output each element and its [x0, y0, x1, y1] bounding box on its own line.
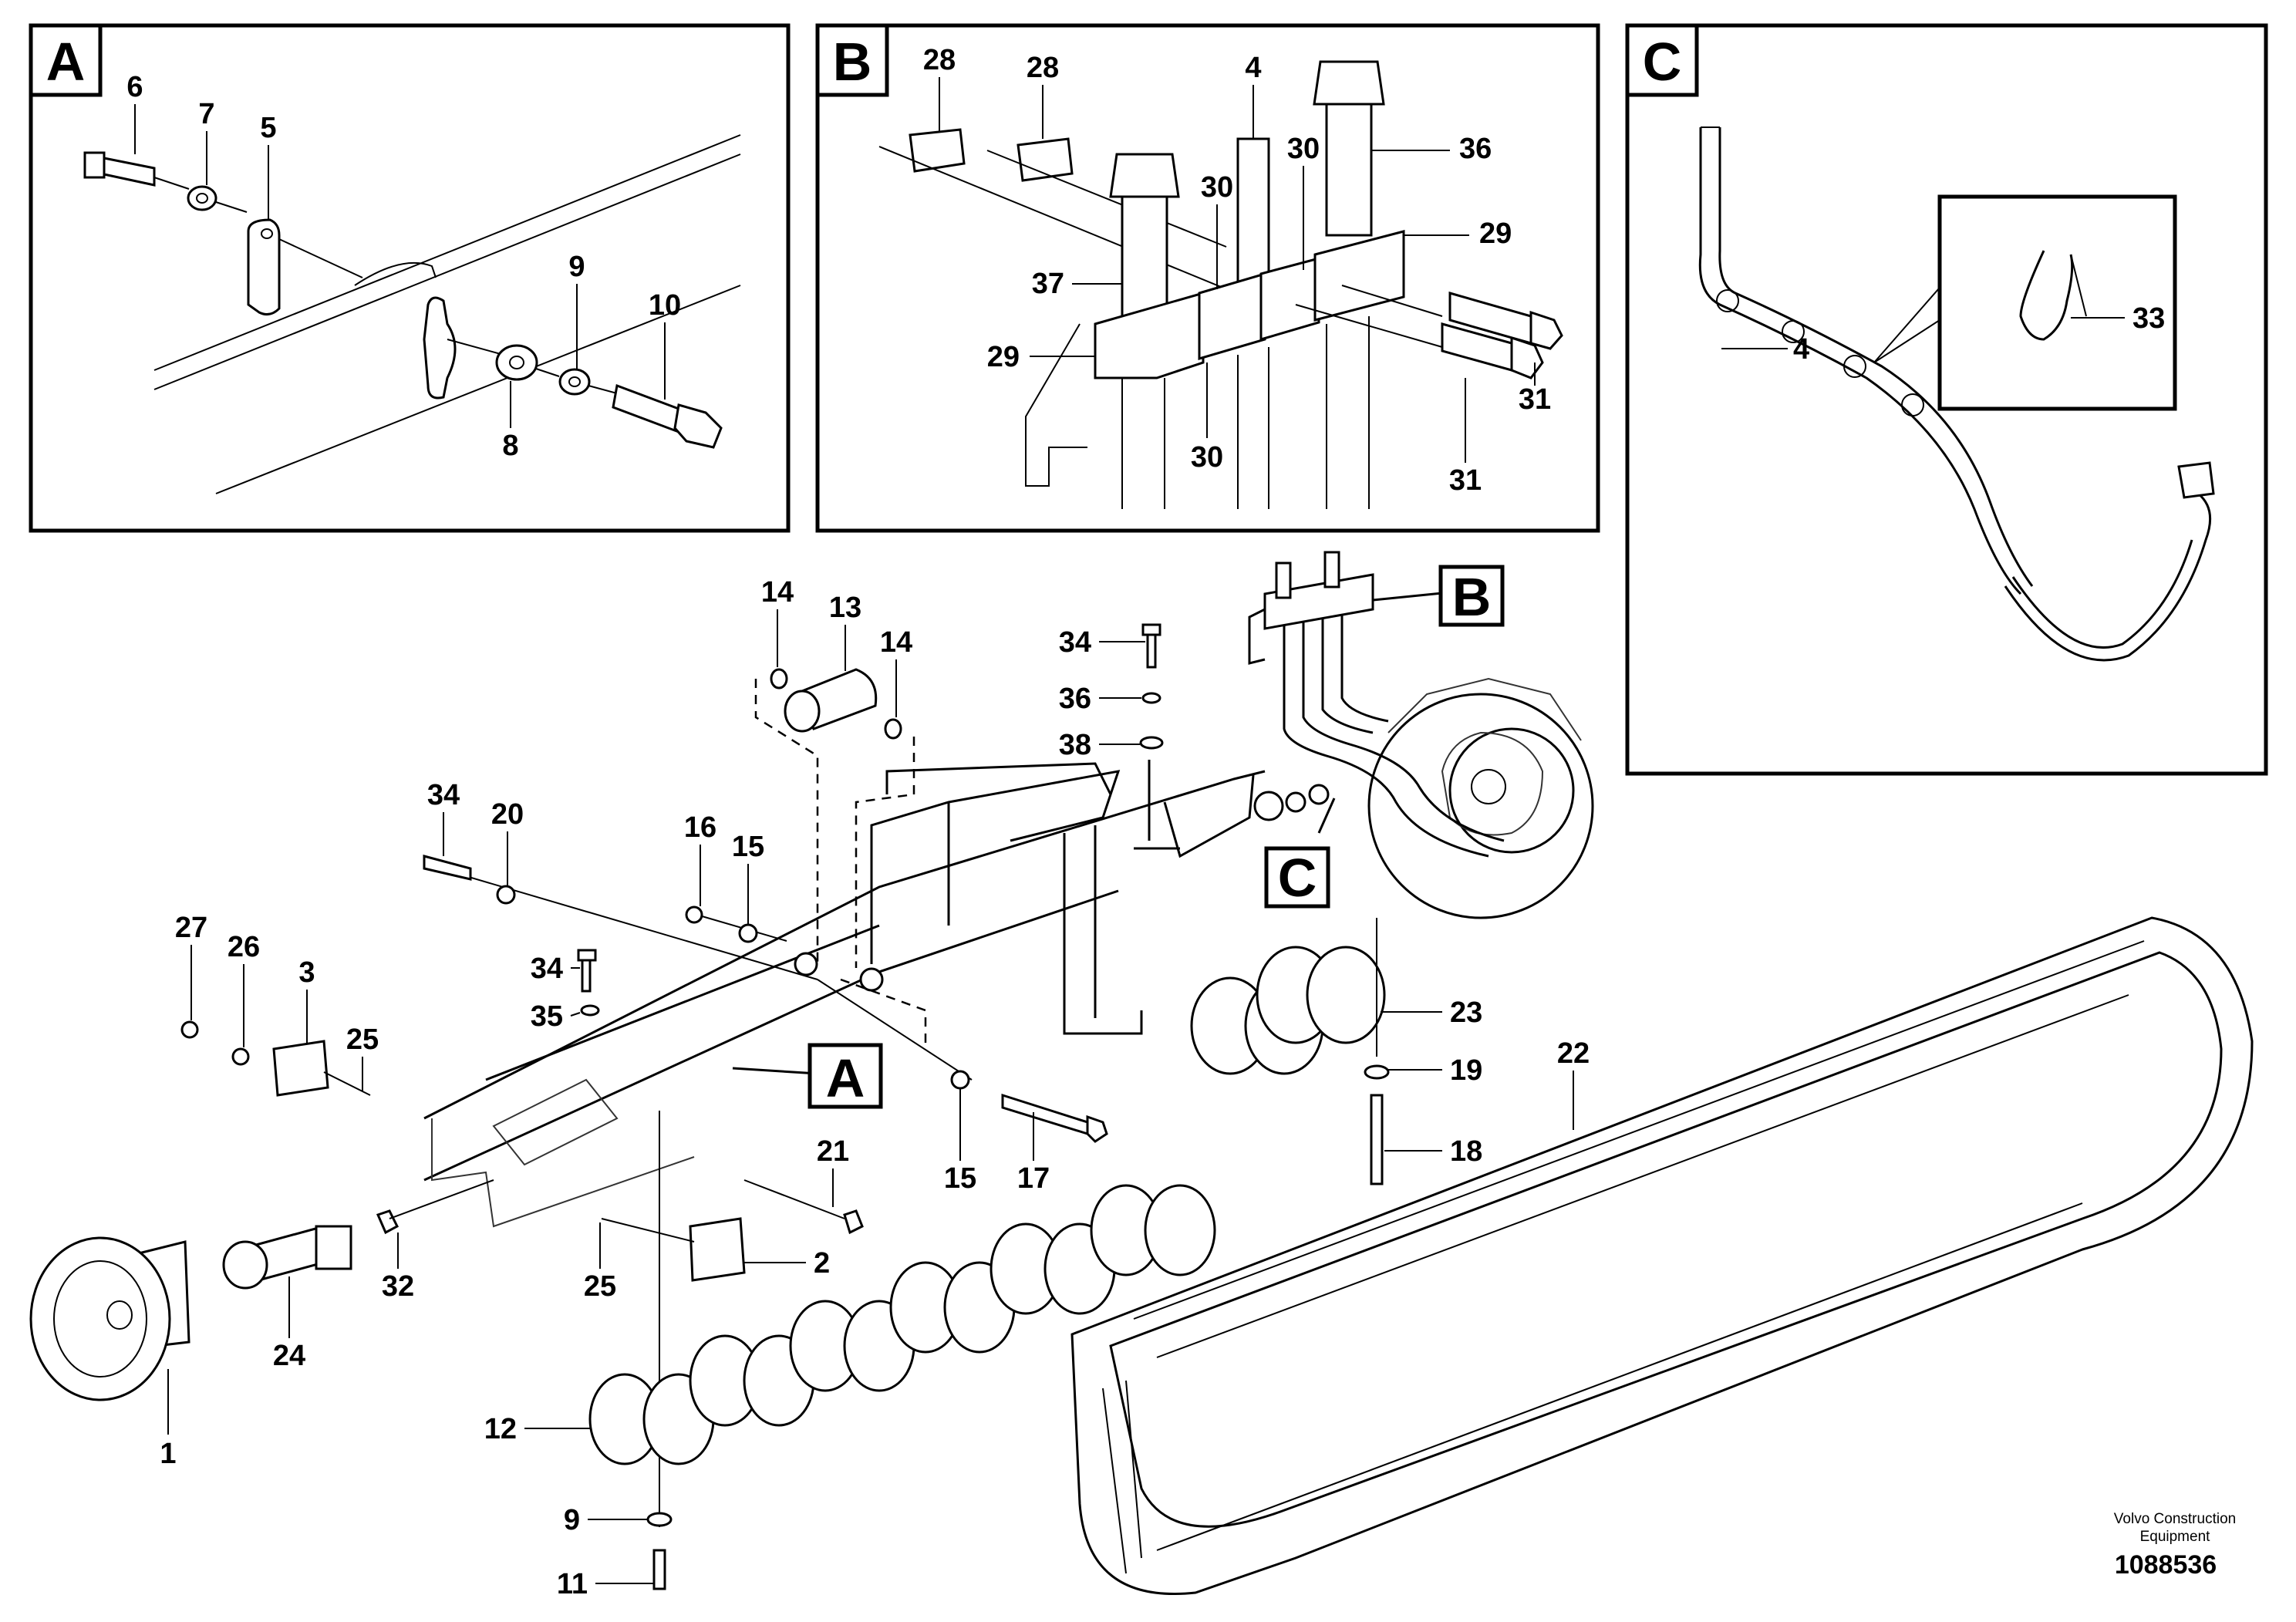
- brand-name: Volvo Construction: [2114, 1511, 2236, 1527]
- label: 17: [1017, 1162, 1050, 1195]
- label: 2: [814, 1247, 830, 1280]
- label: 36: [1459, 133, 1492, 165]
- label: 11: [557, 1568, 588, 1600]
- callout-b: B: [1357, 565, 1505, 627]
- panel-a-letter: A: [46, 32, 86, 92]
- callout-a: A: [732, 1043, 883, 1109]
- label: 29: [1479, 218, 1512, 250]
- label: 4: [1793, 333, 1809, 366]
- label: 19: [1450, 1054, 1482, 1087]
- label: 29: [987, 341, 1020, 373]
- label: 10: [649, 289, 681, 322]
- label: 15: [732, 831, 764, 863]
- callout-c: C: [1264, 798, 1336, 909]
- footer: Volvo Construction Equipment 1088536: [2114, 1511, 2236, 1580]
- label: 12: [484, 1413, 517, 1445]
- track-chain: [1070, 916, 2254, 1595]
- track-rollers: [588, 946, 1386, 1465]
- label: 4: [1245, 52, 1261, 84]
- label: 30: [1201, 171, 1233, 204]
- label: 30: [1191, 441, 1223, 474]
- document-number: 1088536: [2115, 1550, 2217, 1580]
- detail-panel-c: C 4 33: [1625, 23, 2268, 776]
- svg-text:B: B: [1452, 567, 1492, 627]
- label: 9: [564, 1504, 580, 1536]
- label: 36: [1059, 683, 1091, 715]
- label: 38: [1059, 729, 1091, 761]
- label: 3: [298, 956, 315, 989]
- label: 27: [175, 912, 207, 944]
- detail-panel-b: B 28 28 4 30 36 30: [815, 23, 1600, 533]
- label: 8: [502, 430, 518, 462]
- label: 15: [944, 1162, 976, 1195]
- label: 35: [531, 1000, 563, 1033]
- label: 20: [491, 798, 524, 831]
- label: 9: [568, 251, 585, 283]
- label: 24: [273, 1340, 305, 1372]
- label: 16: [684, 811, 716, 844]
- label: 32: [382, 1270, 414, 1303]
- label: 21: [817, 1135, 849, 1168]
- label: 28: [923, 44, 956, 76]
- label: 28: [1027, 52, 1059, 84]
- label: 34: [427, 779, 460, 811]
- label: 37: [1032, 268, 1064, 300]
- label: 34: [1059, 626, 1091, 659]
- label: 1: [160, 1438, 176, 1470]
- label: 18: [1450, 1135, 1482, 1168]
- label: 14: [880, 626, 912, 659]
- label: 34: [531, 953, 563, 985]
- label: 31: [1519, 383, 1551, 416]
- label: 13: [829, 592, 861, 624]
- label: 7: [198, 98, 214, 130]
- label: 26: [228, 931, 260, 963]
- svg-text:C: C: [1278, 848, 1317, 908]
- label: 22: [1557, 1037, 1590, 1070]
- label: 33: [2132, 302, 2165, 335]
- main-assembly: B C A: [29, 551, 2254, 1600]
- brand-subtitle: Equipment: [2140, 1529, 2211, 1545]
- label: 31: [1449, 464, 1482, 497]
- label: 23: [1450, 996, 1482, 1029]
- label: 25: [346, 1023, 379, 1056]
- panel-c-letter: C: [1643, 32, 1682, 92]
- label: 6: [126, 71, 143, 103]
- detail-panel-a: A 6 7 5 9: [29, 23, 791, 533]
- label: 14: [761, 576, 794, 609]
- label: 25: [584, 1270, 616, 1303]
- panel-b-letter: B: [833, 32, 872, 92]
- label: 5: [260, 112, 276, 144]
- label: 30: [1287, 133, 1320, 165]
- svg-text:A: A: [826, 1048, 865, 1108]
